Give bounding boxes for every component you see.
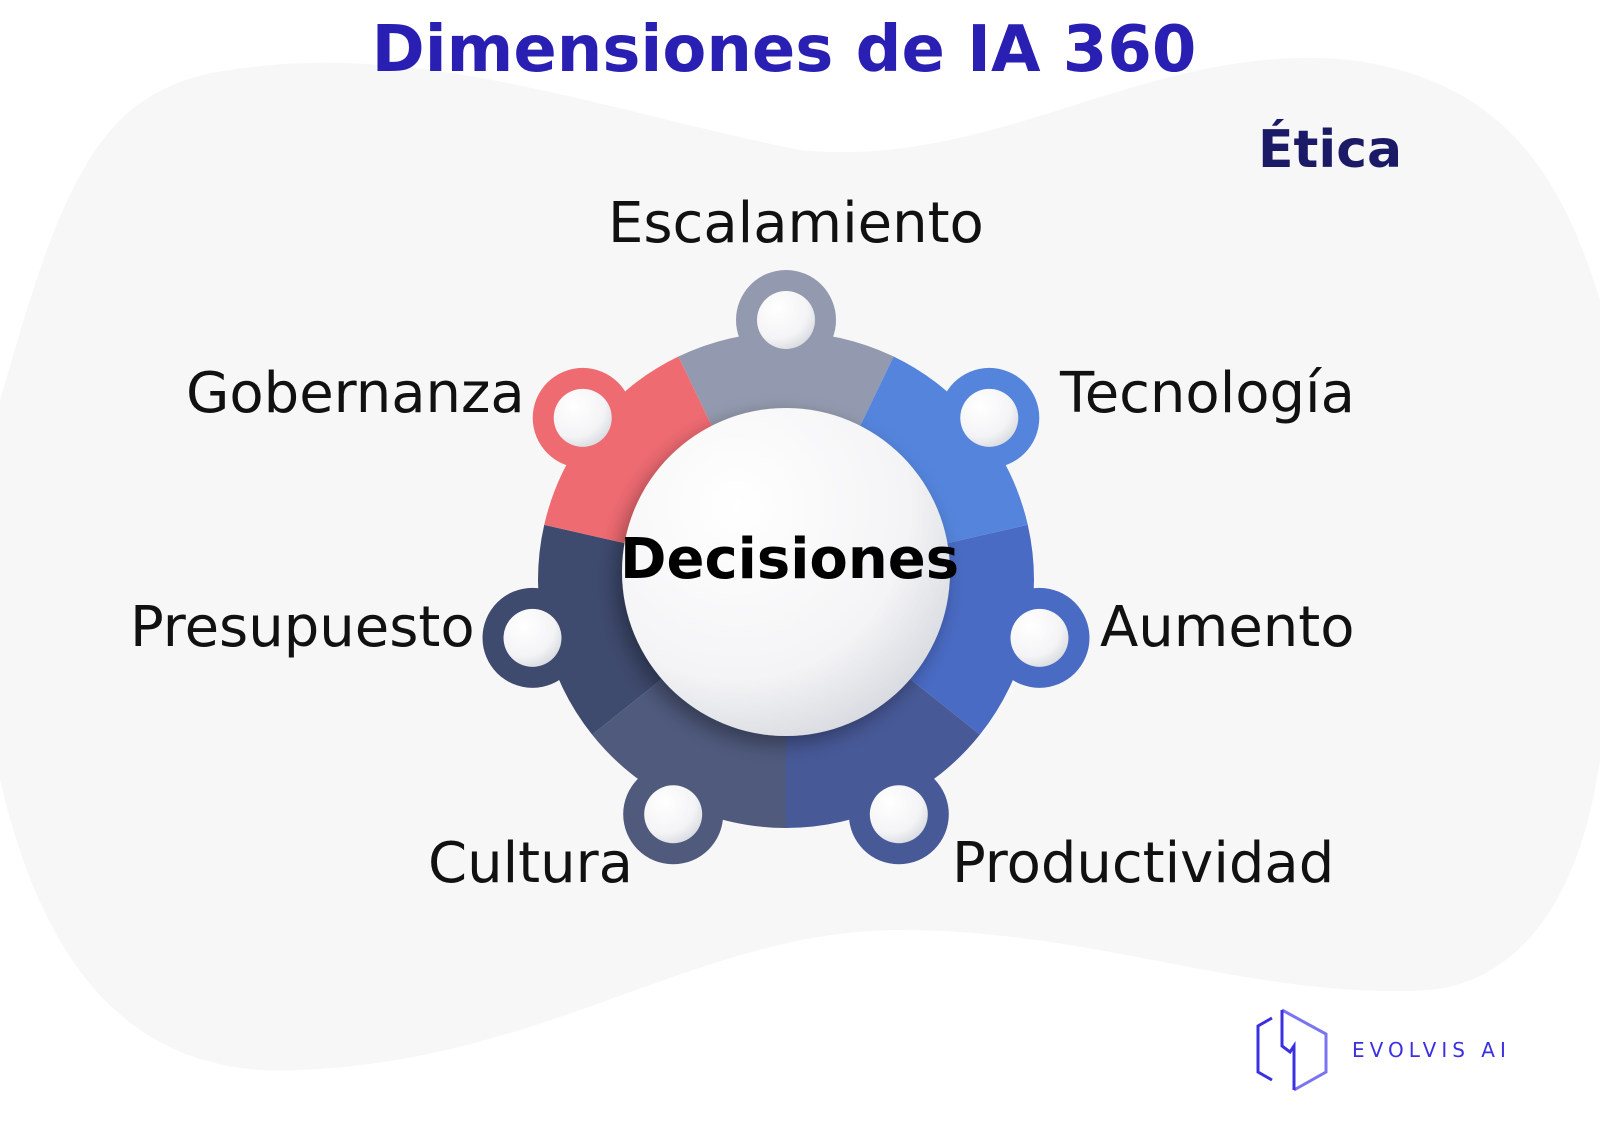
page-title: Dimensiones de IA 360 [371,13,1197,87]
node-dot-4 [644,785,703,844]
label-aumento: Aumento [1100,595,1355,660]
node-dot-0 [757,291,815,349]
evolvis-logo-icon [1256,1008,1328,1092]
label-presupuesto: Presupuesto [130,595,475,660]
node-dot-5 [503,608,562,667]
logo-text: EVOLVIS AI [1352,1038,1511,1062]
node-dot-1 [960,388,1019,447]
label-gobernanza: Gobernanza [186,361,525,426]
segment-5 [538,524,669,735]
segment-0 [678,332,894,445]
node-dot-6 [553,388,612,447]
center-circle [622,408,950,736]
node-dot-3 [869,785,928,844]
segment-4 [592,673,786,828]
node-dot-2 [1010,608,1069,667]
segment-2 [903,524,1034,735]
label-tecnologia: Tecnología [1060,361,1355,426]
segment-6 [544,356,721,547]
center-label: Decisiones [620,527,960,592]
label-productividad: Productividad [952,831,1335,896]
segment-3 [786,673,980,828]
label-escalamiento: Escalamiento [608,191,984,256]
label-cultura: Cultura [428,831,633,896]
segment-1 [851,356,1028,547]
corner-label-etica: Ética [1258,120,1403,180]
